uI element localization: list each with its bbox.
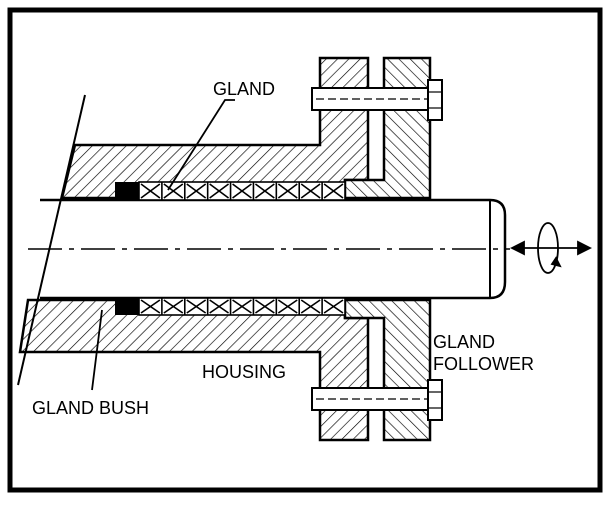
stud-bolt-upper (311, 79, 443, 121)
gland-bush-leader (91, 309, 103, 391)
packing-ring-cross (209, 299, 230, 314)
label-gland: GLAND (213, 79, 275, 99)
rotation-reciprocation-symbol (509, 222, 593, 274)
packing-ring-cross (140, 299, 161, 314)
packing-upper (138, 181, 346, 201)
packing-ring-cross (277, 299, 298, 314)
gland-leader (167, 99, 235, 191)
packing-ring-cross (163, 183, 184, 199)
packing-ring-cross (323, 183, 344, 199)
label-gland-follower-line1: GLAND (433, 332, 495, 352)
label-gland-bush: GLAND BUSH (32, 398, 149, 418)
packing-ring-cross (254, 299, 275, 314)
packing-ring-cross (232, 183, 252, 199)
packing-ring-cross (277, 183, 298, 199)
stud-bolt-lower (311, 379, 443, 421)
packing-ring-cross (300, 183, 321, 199)
gland-bush-lower (115, 298, 139, 315)
packing-ring-cross (140, 183, 161, 199)
packing-ring-cross (186, 183, 207, 199)
packing-ring-cross (209, 183, 230, 199)
gland-bush-upper (115, 182, 139, 200)
label-housing: HOUSING (202, 362, 286, 382)
break-line (17, 94, 86, 386)
packing-ring-cross (163, 299, 184, 314)
packing-ring-cross (186, 299, 207, 314)
packing-ring-cross (232, 299, 252, 314)
packing-ring-cross (254, 183, 275, 199)
packing-ring-cross (300, 299, 321, 314)
packing-lower (138, 297, 346, 316)
packing-ring-cross (323, 299, 344, 314)
label-gland-follower-line2: FOLLOWER (433, 354, 534, 374)
